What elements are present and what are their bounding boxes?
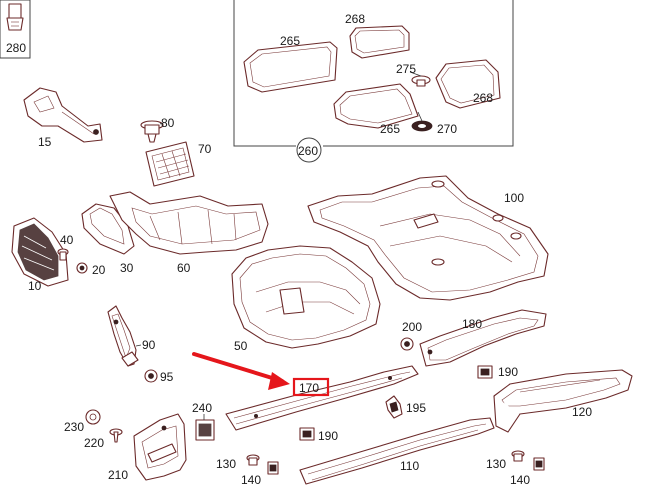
callout-140b: 140 — [510, 473, 530, 487]
callout-50: 50 — [234, 339, 248, 353]
callout-100: 100 — [504, 191, 524, 205]
callout-200: 200 — [402, 320, 422, 334]
carpet-front-100[interactable] — [307, 175, 549, 301]
insulation-30[interactable] — [81, 203, 135, 255]
clip-40[interactable] — [57, 248, 69, 261]
floor-mat-set-frame — [233, 0, 514, 147]
bracket-90[interactable] — [107, 305, 139, 367]
callout-265b: 265 — [380, 122, 400, 136]
floor-mat-front-passenger-265[interactable] — [333, 83, 419, 129]
floor-mat-rear-left-268[interactable] — [349, 25, 410, 59]
highlight-box-170 — [292, 377, 330, 397]
clip-130-left[interactable] — [246, 454, 260, 466]
screw-220[interactable] — [109, 428, 123, 443]
callout-120: 120 — [572, 405, 592, 419]
callout-30: 30 — [120, 261, 134, 275]
clip-190-upper[interactable] — [477, 365, 493, 379]
clip-200[interactable] — [400, 337, 414, 351]
callout-270: 270 — [437, 122, 457, 136]
trim-panel-180[interactable] — [419, 309, 547, 367]
callout-220: 220 — [84, 436, 104, 450]
callout-110: 110 — [400, 459, 419, 473]
clip-140-left[interactable] — [267, 461, 279, 475]
callout-275: 275 — [396, 62, 416, 76]
clip-195[interactable] — [385, 395, 403, 419]
floor-mat-front-driver-265[interactable] — [243, 41, 338, 93]
callout-circle-260 — [296, 137, 322, 163]
clip-240[interactable] — [195, 419, 215, 441]
floor-mat-rear-right-268[interactable] — [435, 59, 501, 109]
clip-140-right[interactable] — [533, 457, 545, 471]
grille-70[interactable] — [145, 141, 195, 187]
callout-40: 40 — [60, 233, 74, 247]
callout-268a: 268 — [345, 12, 365, 26]
clip-80[interactable] — [140, 120, 164, 143]
clip-190-lower[interactable] — [299, 427, 315, 441]
sill-panel-170[interactable] — [225, 365, 419, 431]
callout-80: 80 — [161, 116, 175, 130]
callout-140a: 140 — [241, 473, 261, 487]
callout-210: 210 — [108, 468, 128, 482]
sound-insulation-60[interactable] — [109, 191, 269, 255]
callout-60: 60 — [177, 261, 191, 275]
callout-130a: 130 — [216, 457, 236, 471]
mat-fastener-275[interactable] — [411, 75, 431, 87]
arrow-indicator — [192, 352, 290, 390]
callout-170: 170 — [299, 381, 319, 395]
callout-180: 180 — [462, 317, 482, 331]
clip-20[interactable] — [76, 262, 88, 274]
callout-195: 195 — [406, 401, 426, 415]
callout-260: 260 — [298, 144, 318, 158]
sill-panel-110[interactable] — [299, 417, 495, 485]
callout-265a: 265 — [280, 34, 300, 48]
callout-190a: 190 — [498, 365, 518, 379]
callout-10: 10 — [28, 279, 42, 293]
clip-130-right[interactable] — [511, 450, 525, 462]
panel-10[interactable] — [11, 217, 69, 287]
callout-90: 90 — [142, 338, 156, 352]
callout-280: 280 — [6, 41, 26, 55]
callout-15: 15 — [38, 135, 52, 149]
callout-130b: 130 — [486, 457, 506, 471]
callout-70: 70 — [198, 142, 212, 156]
carpet-rear-50[interactable] — [231, 245, 381, 349]
bracket-210[interactable] — [133, 413, 187, 481]
sill-trim-120[interactable] — [493, 369, 633, 433]
callout-20: 20 — [92, 263, 106, 277]
callout-240: 240 — [192, 401, 212, 415]
mat-fastener-270[interactable] — [411, 120, 433, 132]
callout-268b: 268 — [473, 91, 493, 105]
callout-190b: 190 — [318, 429, 338, 443]
callout-230: 230 — [64, 420, 84, 434]
bracket-15[interactable] — [23, 87, 103, 143]
clip-95[interactable] — [144, 369, 158, 383]
clip-230[interactable] — [85, 409, 101, 425]
callout-95: 95 — [160, 370, 174, 384]
clip-280[interactable] — [0, 0, 31, 59]
